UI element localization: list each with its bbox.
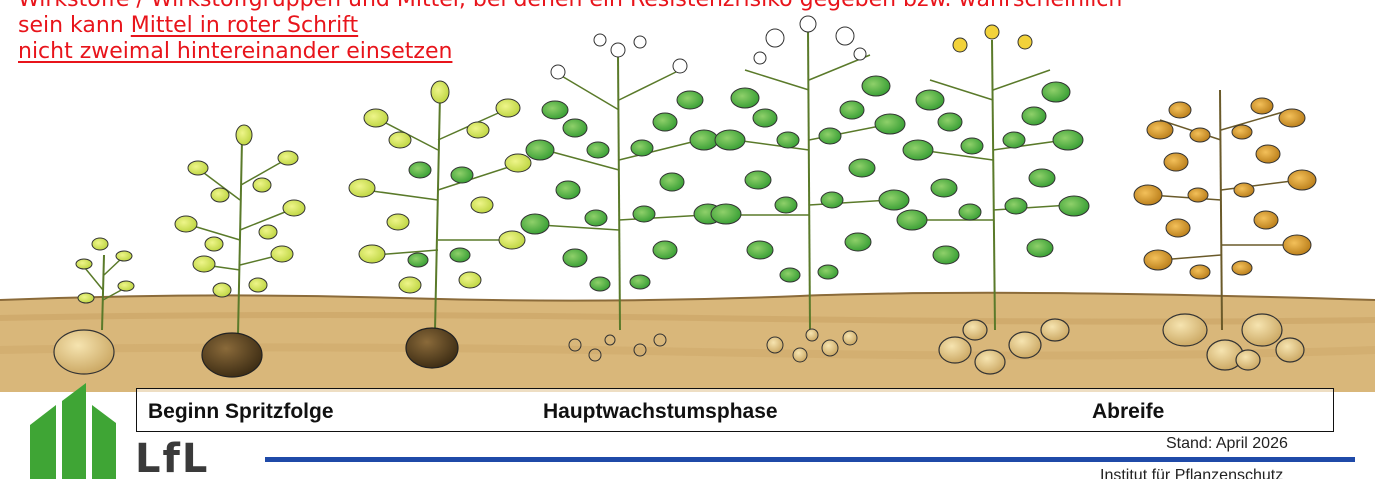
logo-text: LfL xyxy=(135,436,209,479)
soil-band xyxy=(0,293,1375,392)
header-line-0: Wirkstoffe / Wirkstoffgruppen und Mittel… xyxy=(18,0,1122,13)
header-line-1-plain: sein kann xyxy=(18,13,131,38)
footer-rule xyxy=(265,457,1355,462)
stand-date: Stand: April 2026 xyxy=(1166,435,1288,453)
institute-name: Institut für Pflanzenschutz xyxy=(1100,467,1283,479)
header-line-2-underlined: nicht zweimal hintereinander einsetzen xyxy=(18,39,452,64)
phase-end-label: Abreife xyxy=(1092,400,1164,424)
header-line-0-text: Wirkstoffe / Wirkstoffgruppen und Mittel… xyxy=(18,0,1122,12)
phase-start-label: Beginn Spritzfolge xyxy=(148,400,334,424)
phase-main-label: Hauptwachstumsphase xyxy=(543,400,778,424)
header-line-1-underlined: Mittel in roter Schrift xyxy=(131,13,358,38)
header-line-2: nicht zweimal hintereinander einsetzen xyxy=(18,39,452,65)
header-line-1: sein kann Mittel in roter Schrift xyxy=(18,13,358,39)
lfl-logo-icon xyxy=(30,383,134,479)
